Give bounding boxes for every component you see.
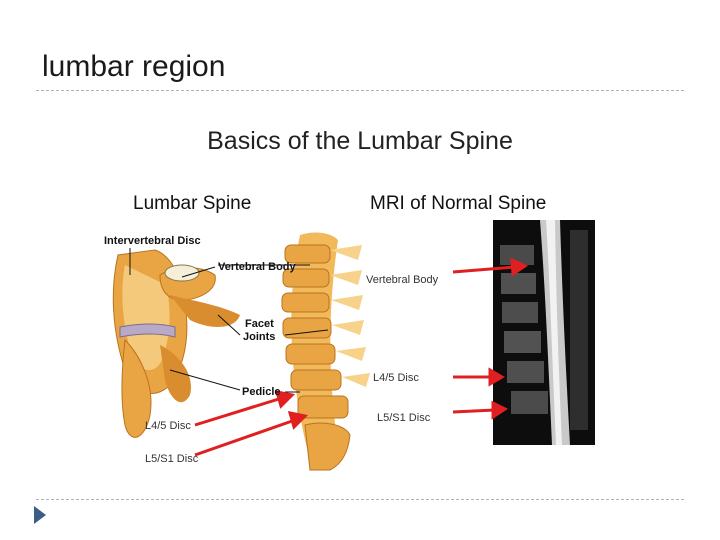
label-l5s1-disc-mri: L5/S1 Disc	[377, 412, 431, 424]
bottom-divider	[36, 499, 684, 500]
label-l5s1-disc-left: L5/S1 Disc	[145, 453, 199, 465]
label-vertebral-body-mri: Vertebral Body	[366, 274, 439, 286]
left-heading: Lumbar Spine	[133, 193, 252, 214]
spine-figure: Basics of the Lumbar Spine Lumbar Spine …	[100, 115, 620, 475]
red-arrows	[194, 257, 529, 457]
label-intervertebral-disc: Intervertebral Disc	[104, 235, 201, 247]
slide-title: lumbar region	[42, 50, 226, 83]
label-l45-disc-left: L4/5 Disc	[145, 420, 191, 432]
label-pedicle: Pedicle	[242, 386, 281, 398]
label-l45-disc-mri: L4/5 Disc	[373, 372, 419, 384]
vertebra-closeup	[112, 249, 240, 438]
mri-image	[493, 220, 595, 445]
figure-title: Basics of the Lumbar Spine	[207, 127, 513, 155]
spine-illustration	[112, 220, 595, 471]
right-heading: MRI of Normal Spine	[370, 193, 547, 214]
top-divider	[36, 90, 684, 91]
spinal-column	[281, 232, 370, 471]
leader-lines	[129, 248, 329, 393]
label-facet: Facet	[245, 318, 274, 330]
bullet-arrow-icon	[34, 506, 46, 524]
label-joints: Joints	[243, 331, 276, 343]
label-vertebral-body: Vertebral Body	[218, 261, 296, 273]
